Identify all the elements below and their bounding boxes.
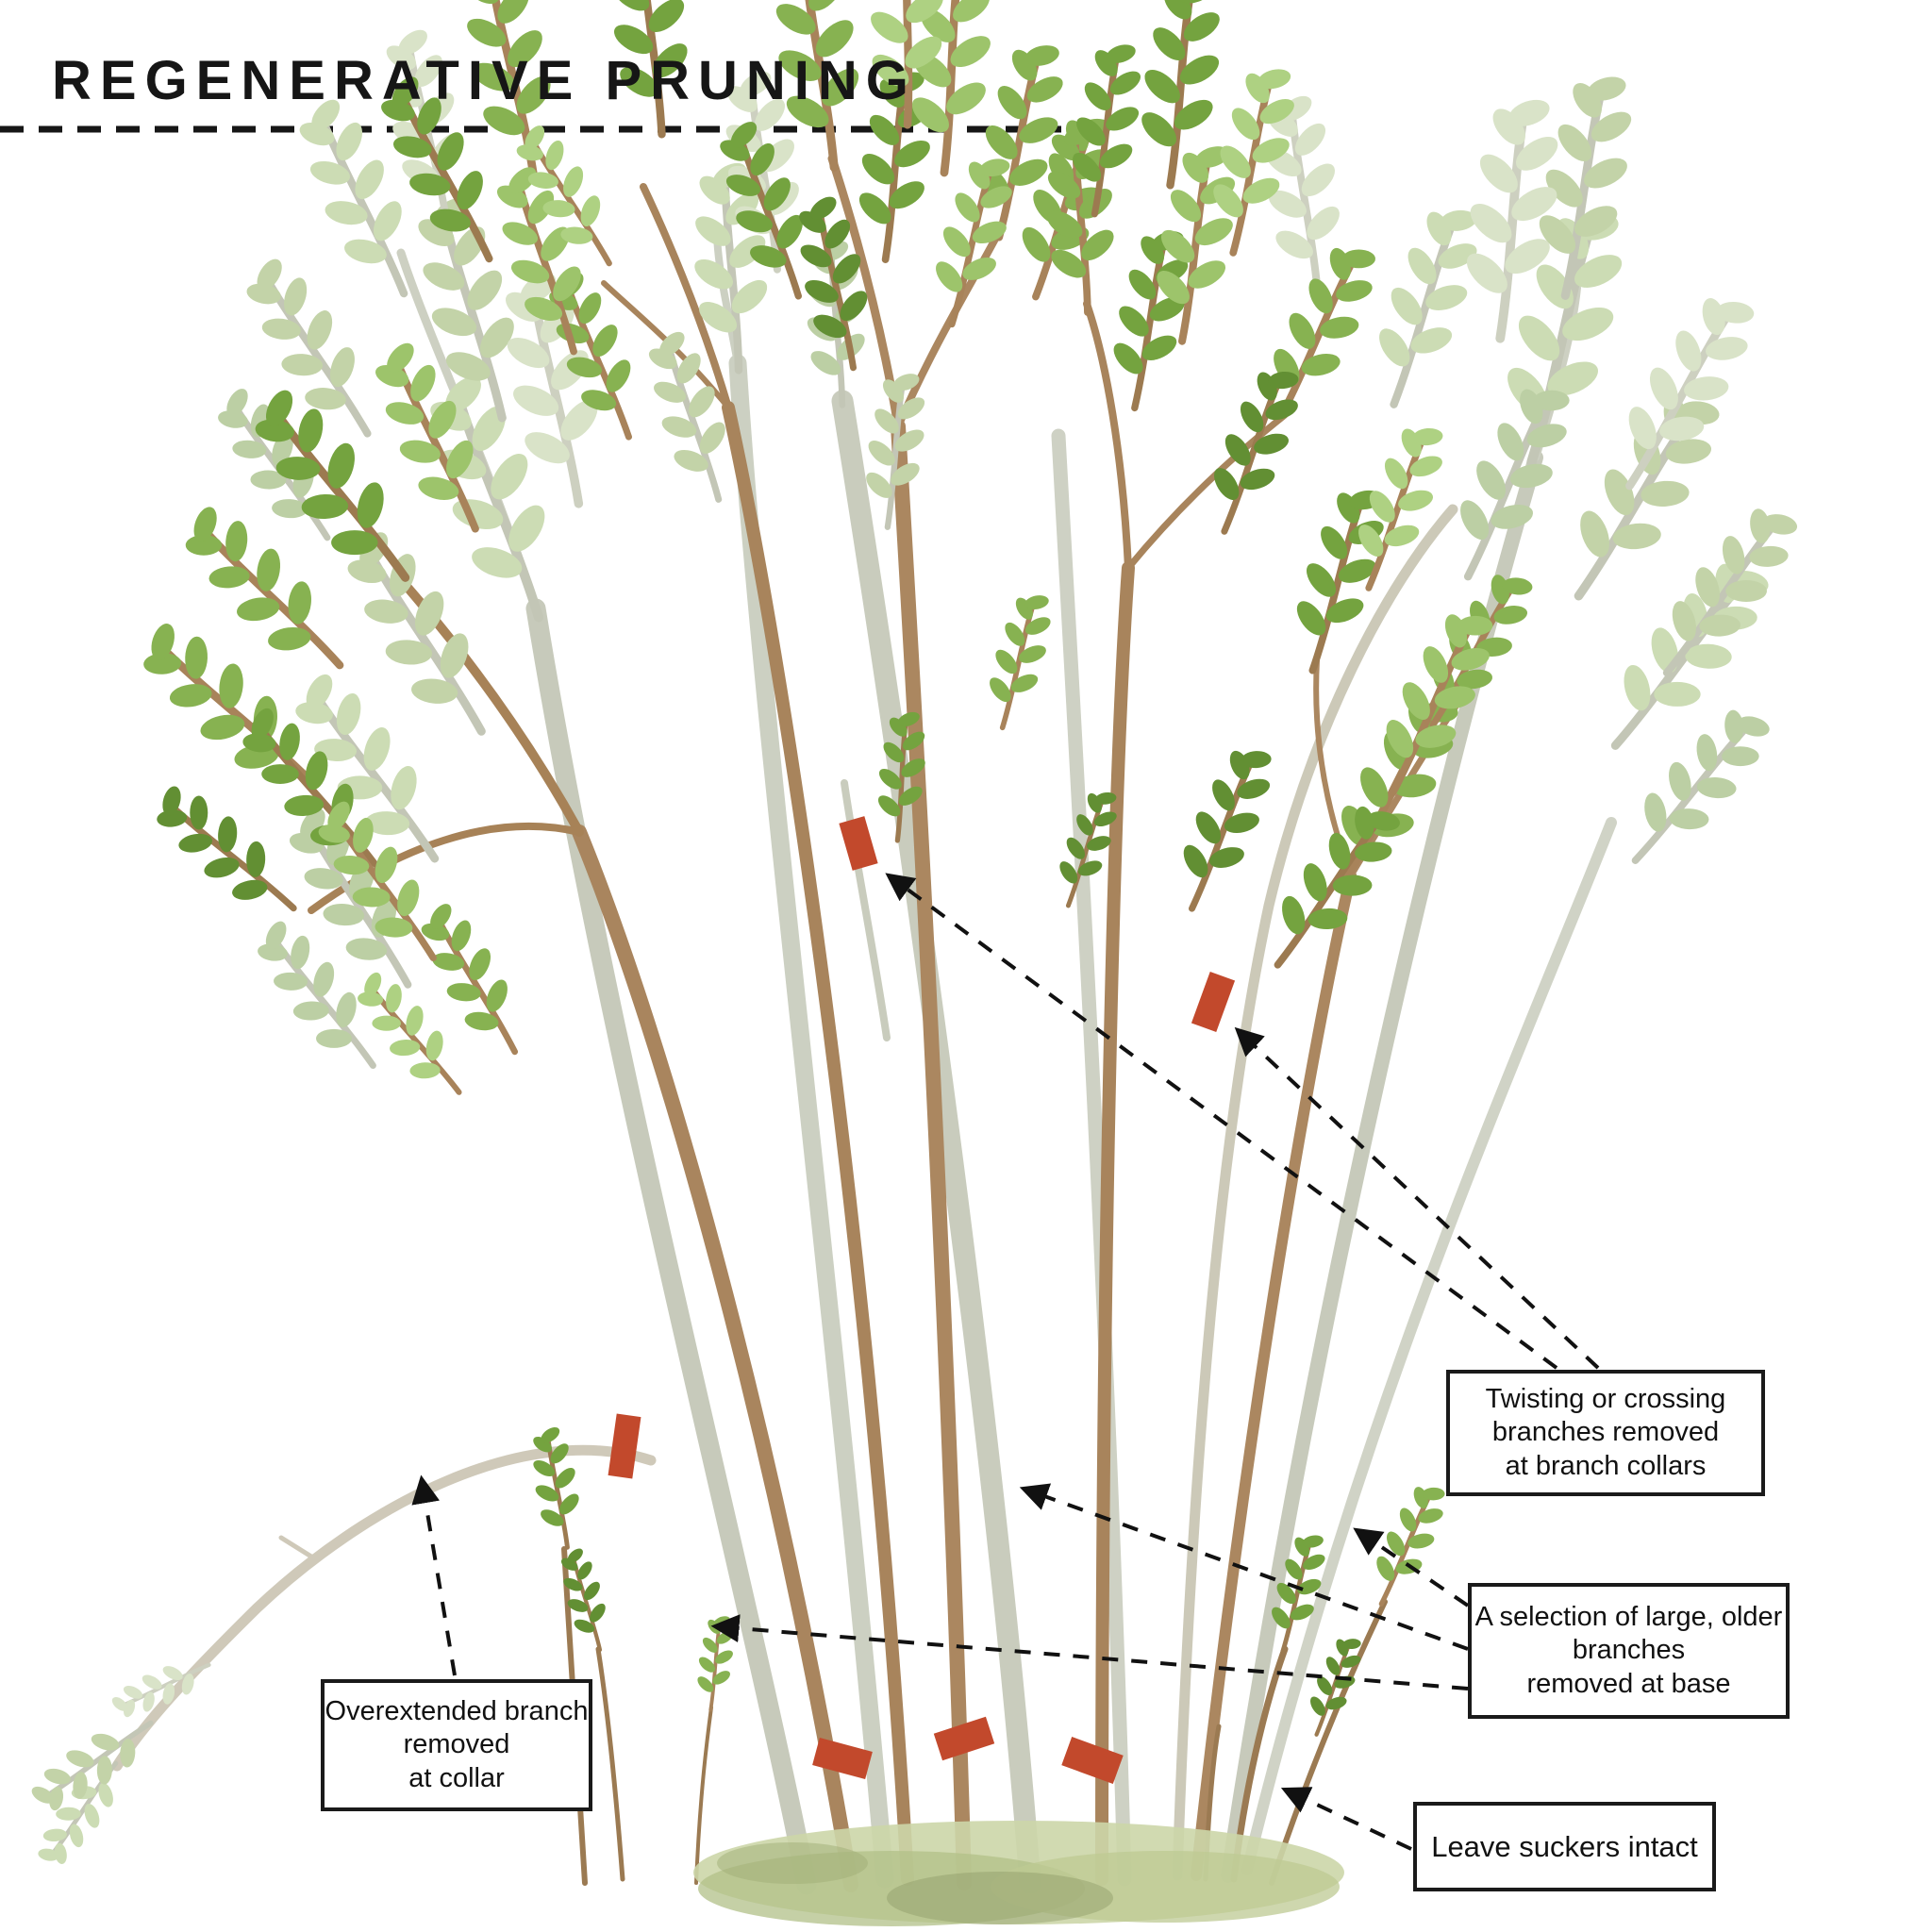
label-overextended-text: Overextended branch removed at collar xyxy=(325,1695,589,1793)
cut-mark-collar xyxy=(608,1413,641,1479)
label-older-branches-text: A selection of large, older branches rem… xyxy=(1474,1601,1783,1699)
older-gray-stems xyxy=(396,232,1617,1895)
annotation-arrows xyxy=(411,873,1600,1851)
label-suckers: Leave suckers intact xyxy=(1413,1802,1716,1891)
overextended-branch xyxy=(111,1444,657,1772)
cut-mark-base-right xyxy=(1061,1737,1124,1784)
arrow-twisting-2 xyxy=(1234,1026,1600,1370)
cut-mark-canopy-right xyxy=(1191,971,1236,1033)
cut-mark-base-left xyxy=(812,1738,873,1779)
pruning-cut-marks xyxy=(608,816,1236,1784)
page-title: REGENERATIVE PRUNING xyxy=(52,50,917,111)
cut-mark-canopy-left xyxy=(839,816,878,871)
ground-moss xyxy=(693,1821,1344,1926)
arrow-twisting-1 xyxy=(885,873,1558,1370)
arrow-selection-1 xyxy=(1019,1483,1469,1651)
keep-brown-stems xyxy=(308,154,1477,1892)
label-older-branches: A selection of large, older branches rem… xyxy=(1468,1583,1790,1719)
cut-mark-base-center xyxy=(933,1716,995,1761)
label-twisting-text: Twisting or crossing branches removed at… xyxy=(1485,1383,1726,1481)
arrow-suckers xyxy=(1280,1787,1412,1851)
arrow-overextended xyxy=(411,1474,457,1676)
arrow-selection-2 xyxy=(710,1614,1469,1690)
arrow-selection-3 xyxy=(1353,1527,1470,1607)
label-overextended-branch: Overextended branch removed at collar xyxy=(321,1679,592,1811)
label-twisting-branches: Twisting or crossing branches removed at… xyxy=(1446,1370,1765,1496)
label-suckers-text: Leave suckers intact xyxy=(1431,1829,1698,1863)
